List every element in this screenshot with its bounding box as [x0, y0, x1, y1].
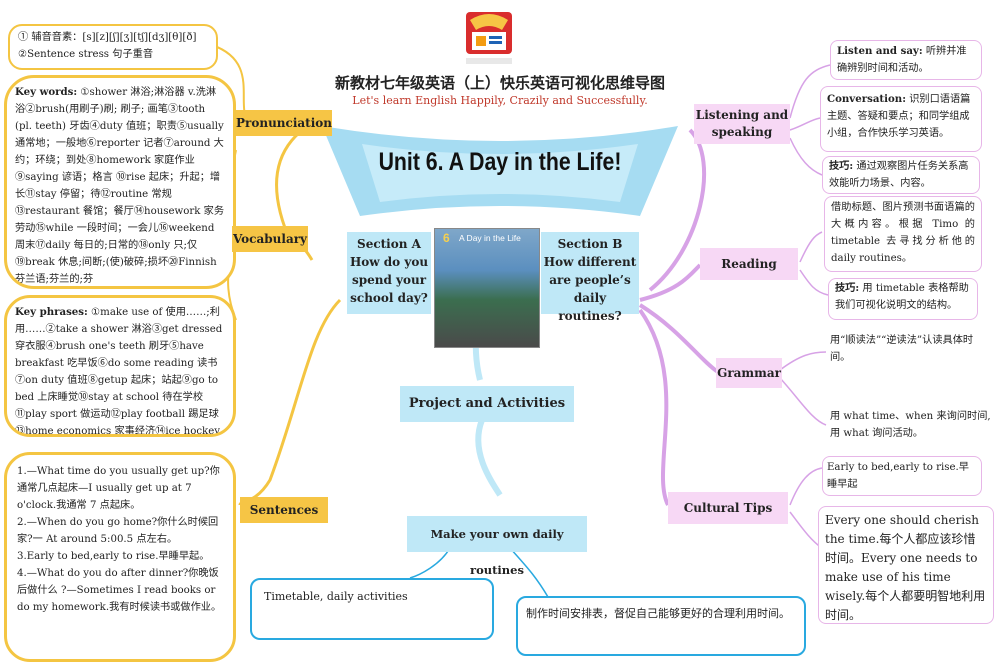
connector-box2 — [509, 547, 549, 598]
pronunciation-item-1: ① 辅音音素：[s][z][ʃ][ʒ][tʃ][dʒ][θ][ð] — [18, 32, 197, 43]
reading-tip-text: 用 timetable 表格帮助我们可视化说明文的结构。 — [835, 283, 969, 311]
section-b: Section B How different are people’s dai… — [541, 232, 639, 323]
reading-text: 借助标题、图片预测书面语篇的大概内容。根据 Timo 的 timetable 去… — [831, 202, 975, 264]
pronunciation-item-2: ②Sentence stress 句子重音 — [18, 49, 154, 60]
reading-label: Reading — [700, 248, 798, 280]
connector-routine — [475, 418, 503, 497]
pronunciation-label: Pronunciation — [236, 110, 332, 136]
project-label: Project and Activities — [400, 386, 574, 422]
center-image-number: 6 — [443, 231, 450, 245]
grammar-text-1: 用“顺读法”“逆读法”认读具体时间。 — [830, 335, 974, 363]
page-subtitle: Let's learn English Happily, Crazily and… — [352, 94, 648, 107]
unit-title: Unit 6. A Day in the Life! — [378, 148, 622, 176]
listen-say-text: 听辨并准确辨别时间和活动。 — [837, 46, 967, 74]
reading-tip-box: 技巧: 用 timetable 表格帮助我们可视化说明文的结构。 — [828, 278, 978, 320]
unit-banner-shape — [322, 126, 678, 216]
connector-reading-sub2 — [799, 269, 829, 296]
key-words-text: ①shower 淋浴;淋浴器 v.洗淋浴②brush(用刷子)刷; 刷子; 画笔… — [15, 87, 225, 285]
connector-listen-sub3 — [789, 137, 823, 176]
connector-vocab-up — [275, 130, 301, 229]
culture-text-2: Every one should cherish the time.每个人都应该… — [825, 513, 986, 622]
listen-say-heading: Listen and say: — [837, 45, 923, 57]
connector-grammar-sub — [779, 351, 827, 371]
sentences-box: 1.—What time do you usually get up?你通常几点… — [4, 452, 236, 662]
routine-box-2: 制作时间安排表，督促自己能够更好的合理利用时间。 — [516, 596, 806, 656]
reading-box: 借助标题、图片预测书面语篇的大概内容。根据 Timo 的 timetable 去… — [824, 196, 982, 272]
conversation-text: 识别口语语篇主题、答疑和要点；和同学组成小组，合作快乐学习英语。 — [827, 94, 971, 139]
grammar-text-2: 用 what time、when 来询问时间,用 what 询问活动。 — [830, 411, 991, 439]
culture-text-1: Early to bed,early to rise.早睡早起 — [827, 462, 969, 490]
center-image-caption: A Day in the Life — [459, 233, 521, 243]
connector-listen-sub — [789, 64, 831, 119]
connector-culture-sub — [789, 467, 823, 506]
sentences-label: Sentences — [240, 497, 328, 523]
routine-box-1: Timetable, daily activities — [250, 578, 494, 640]
grammar-label: Grammar — [716, 358, 782, 388]
logo-emblem-icon — [466, 12, 512, 64]
page-title: 新教材七年级英语（上）快乐英语可视化思维导图 — [334, 74, 665, 92]
listening-label: Listening and speaking — [694, 104, 790, 144]
key-phrases-text: ①make use of 使用……;利用……②take a shower 淋浴③… — [15, 307, 223, 437]
logo — [456, 10, 522, 70]
cultural-tips-label: Cultural Tips — [668, 492, 788, 524]
vocabulary-label: Vocabulary — [232, 226, 308, 252]
culture-box-1: Early to bed,early to rise.早睡早起 — [822, 456, 982, 496]
connector-listen-sub2 — [789, 117, 821, 131]
sentence-3: 3.Early to bed,early to rise.早睡早起。 — [17, 551, 210, 562]
culture-box-2: Every one should cherish the time.每个人都应该… — [818, 506, 994, 624]
listening-tip-box: 技巧: 通过观察图片任务关系高效能听力场景、内容。 — [822, 156, 980, 194]
key-phrases-heading: Key phrases: — [15, 306, 88, 318]
connector-culture — [638, 308, 670, 506]
center-image: 6 A Day in the Life — [434, 228, 540, 348]
key-words-box: Key words: ①shower 淋浴;淋浴器 v.洗淋浴②brush(用刷… — [4, 75, 236, 289]
section-a: Section A How do you spend your school d… — [347, 232, 431, 314]
sentence-2: 2.—When do you go home?你什么时候回家?一 At arou… — [17, 517, 219, 545]
conversation-heading: Conversation: — [827, 93, 906, 105]
connector-reading-sub — [799, 231, 823, 263]
listening-tip-text: 通过观察图片任务关系高效能听力场景、内容。 — [829, 161, 969, 189]
connector-sentences — [238, 298, 342, 506]
listening-tip-heading: 技巧: — [829, 160, 854, 172]
listen-say-box: Listen and say: 听辨并准确辨别时间和活动。 — [830, 40, 982, 80]
pronunciation-box: ① 辅音音素：[s][z][ʃ][ʒ][tʃ][dʒ][θ][ð] ②Sente… — [8, 24, 218, 70]
sentence-1: 1.—What time do you usually get up?你通常几点… — [17, 466, 220, 511]
reading-tip-heading: 技巧: — [835, 282, 860, 294]
connector-box1 — [409, 547, 451, 579]
sentence-4: 4.—What do you do after dinner?你晚饭后做什么 ?… — [17, 568, 222, 613]
key-phrases-box: Key phrases: ①make use of 使用……;利用……②take… — [4, 295, 236, 437]
routine-box-1-text: Timetable, daily activities — [264, 590, 408, 603]
key-words-heading: Key words: — [15, 86, 78, 98]
conversation-box: Conversation: 识别口语语篇主题、答疑和要点；和同学组成小组，合作快… — [820, 86, 982, 152]
routine-label: Make your own daily routines — [407, 516, 587, 577]
connector-reading — [639, 263, 702, 302]
connector-pronunciation — [211, 44, 246, 116]
connector-grammar — [638, 303, 720, 374]
connector-grammar-sub2 — [779, 377, 827, 426]
routine-box-2-text: 制作时间安排表，督促自己能够更好的合理利用时间。 — [526, 607, 790, 620]
